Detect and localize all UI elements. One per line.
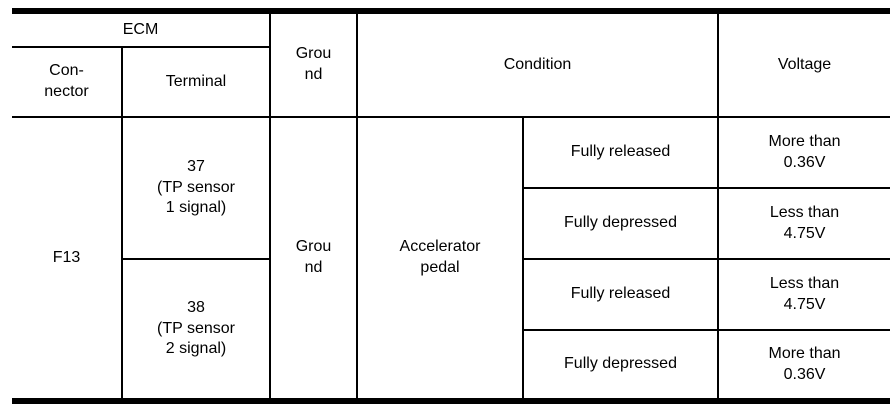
cell-terminal-37: 37 (TP sensor 1 signal)	[121, 116, 271, 260]
header-row-top: ECM Grou nd Condition Voltage	[11, 10, 892, 118]
cell-connector-f13: F13	[11, 116, 123, 402]
table-row: F13 37 (TP sensor 1 signal) Grou nd Acce…	[11, 116, 892, 402]
cell-ground: Grou nd	[269, 116, 358, 402]
cell-terminal-38: 38 (TP sensor 2 signal)	[121, 258, 271, 402]
header-voltage: Voltage	[717, 10, 892, 118]
table-row: 38 (TP sensor 2 signal) Fully released L…	[12, 258, 892, 402]
cell-condition-3: Fully depressed	[521, 329, 720, 402]
cell-voltage-2: Less than 4.75V	[717, 258, 892, 331]
table-row: Fully depressed More than 0.36V	[12, 329, 892, 402]
cell-condition-2: Fully released	[521, 258, 720, 331]
header-connector: Con- nector	[11, 46, 123, 118]
header-ground: Grou nd	[269, 10, 358, 118]
cell-voltage-1: Less than 4.75V	[717, 187, 892, 260]
header-row-sub: Con- nector Terminal	[11, 46, 890, 118]
cell-voltage-3: More than 0.36V	[717, 329, 892, 402]
header-condition: Condition	[355, 10, 720, 118]
header-terminal: Terminal	[121, 46, 271, 118]
table-row: Fully depressed Less than 4.75V	[12, 187, 892, 260]
ecm-terminal-voltage-table: ECM Grou nd Condition Voltage Con- necto…	[11, 8, 892, 404]
cell-condition-0: Fully released	[521, 116, 720, 189]
cell-condition-1: Fully depressed	[521, 187, 720, 260]
header-ecm: ECM	[11, 10, 271, 48]
cell-voltage-0: More than 0.36V	[717, 116, 892, 189]
cell-condition-main: Accelerator pedal	[356, 116, 524, 402]
